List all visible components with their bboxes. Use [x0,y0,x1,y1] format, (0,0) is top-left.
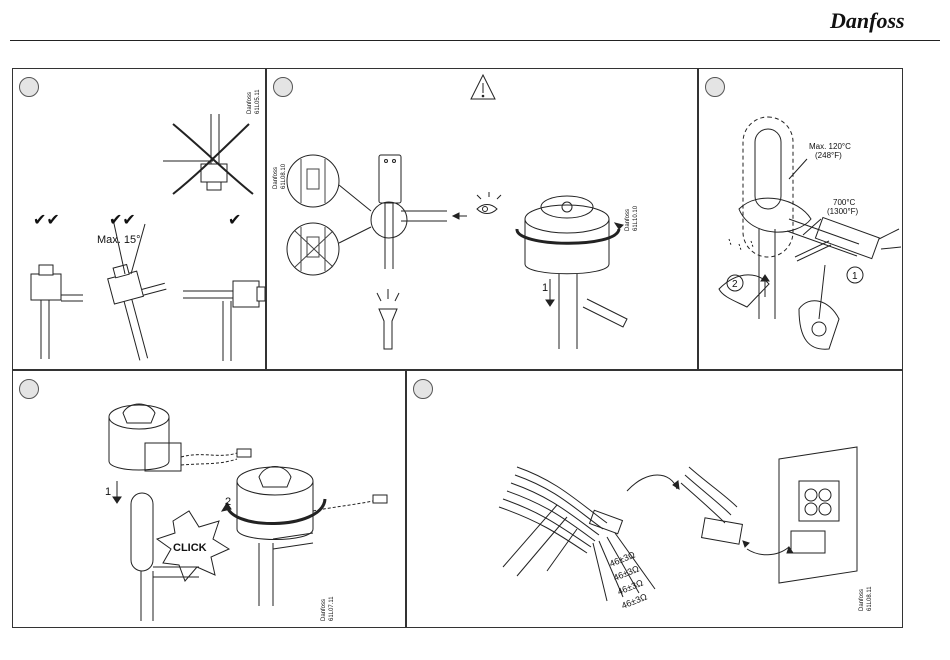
coil-mounting-illustration: 1 2 CLICK Danfoss 61L07.11 [13,371,407,629]
mounting-illustration: Danfoss 61L05.11 ✔✔ ✔✔ ✔ Max. 15° [13,69,267,371]
danfoss-logo: Danfoss [828,6,920,36]
header-rule [10,40,940,41]
figure-code: Danfoss [273,167,279,189]
panel-coil-mounting: 1 2 CLICK Danfoss 61L07.11 [12,370,406,628]
step-label-1: 1 [105,486,111,498]
check-mark-1: ✔✔ [33,212,60,229]
wiring-illustration: 46±3Ω 46±3Ω 46±3Ω 46±3Ω Danfoss 61L08.11 [407,371,904,629]
step-label: 1 [542,282,548,294]
figure-code: Danfoss [247,92,253,114]
angle-label: Max. 15° [97,234,141,246]
panel-mounting: Danfoss 61L05.11 ✔✔ ✔✔ ✔ Max. 15° [12,68,266,370]
brazing-illustration: Max. 120°C (248°F) 700°C (1300°F) 1 2 [699,69,904,371]
check-mark-2: ✔✔ [109,212,136,229]
figure-code: 61L07.11 [329,596,335,621]
panel-wiring: 46±3Ω 46±3Ω 46±3Ω 46±3Ω Danfoss 61L08.11 [406,370,903,628]
temp-label-1-f: (248°F) [815,151,842,160]
temp-label-2-f: (1300°F) [827,207,859,216]
step-label-2: 2 [225,496,231,508]
temp-label-2: 700°C [833,198,856,207]
figure-code: 61L05.11 [255,89,261,114]
step-label-2: 2 [732,279,738,290]
figure-code: Danfoss [859,589,865,611]
figure-code: Danfoss [625,209,631,231]
figure-code: Danfoss [321,599,327,621]
figure-code: 61L08.11 [867,586,873,611]
panel-brazing: Max. 120°C (248°F) 700°C (1300°F) 1 2 [698,68,903,370]
logo-text: Danfoss [829,8,905,33]
panel-inspection: Danfoss 61L08.10 Danfoss 61L10.10 1 [266,68,698,370]
click-label: CLICK [173,542,207,554]
figure-code: 61L10.10 [633,205,639,231]
temp-label-1: Max. 120°C [809,142,851,151]
inspection-illustration: Danfoss 61L08.10 Danfoss 61L10.10 1 [267,69,699,371]
step-label-1: 1 [852,271,858,282]
figure-code: 61L08.10 [281,163,287,189]
check-mark-3: ✔ [228,212,241,229]
